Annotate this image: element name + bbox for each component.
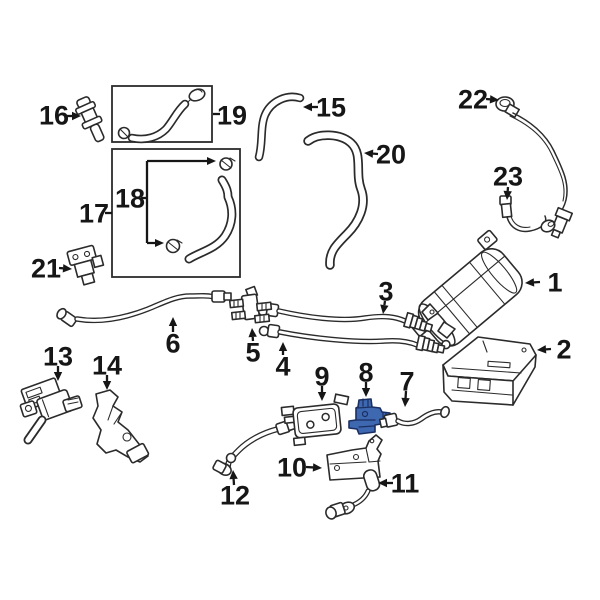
callout-5[interactable]: 5 [245,328,261,368]
callout-13[interactable]: 13 [43,342,73,381]
part-3-tube[interactable] [257,302,434,333]
part-18-clamp-bottom[interactable] [165,238,183,254]
part-11-hose-assembly[interactable] [324,468,381,520]
callout-12[interactable]: 12 [220,470,250,511]
callout-label-22[interactable]: 22 [458,85,488,115]
part-6-tube[interactable] [55,290,232,328]
callout-21[interactable]: 21 [31,254,72,284]
callout-label-6[interactable]: 6 [165,329,180,359]
callout-4[interactable]: 4 [275,342,291,382]
part-17-hose[interactable] [184,175,237,264]
callout-18-bracket [145,157,216,247]
callout-label-16[interactable]: 16 [39,101,69,131]
callout-2[interactable]: 2 [537,335,572,365]
part-20-hose[interactable] [303,130,368,270]
callout-label-15[interactable]: 15 [316,93,346,123]
callout-label-7[interactable]: 7 [399,367,414,397]
callout-11[interactable]: 11 [378,469,419,499]
group-box-19 [111,85,213,143]
callout-label-9[interactable]: 9 [314,362,329,392]
part-7-hose[interactable] [378,405,451,429]
part-14-protector[interactable] [92,389,150,464]
callout-1[interactable]: 1 [525,268,563,298]
part-21-sensor-bracket[interactable] [66,244,107,287]
callout-18[interactable]: 18 [115,184,147,214]
callout-22[interactable]: 22 [458,85,499,115]
callout-7[interactable]: 7 [399,367,415,407]
callout-label-8[interactable]: 8 [358,358,373,388]
callout-16[interactable]: 16 [39,101,81,131]
callout-label-1[interactable]: 1 [547,268,562,298]
callout-label-13[interactable]: 13 [43,342,73,372]
part-8-purge-valve[interactable] [348,398,391,435]
callout-label-17[interactable]: 17 [79,199,109,229]
part-22-oxygen-sensor[interactable] [495,96,574,239]
part-18-clamp-top[interactable] [219,157,236,171]
callout-10[interactable]: 10 [277,453,322,483]
callout-label-11[interactable]: 11 [391,469,420,499]
callout-label-19[interactable]: 19 [217,101,247,131]
callout-14[interactable]: 14 [92,351,122,390]
part-5-junction-valve[interactable] [228,285,273,324]
callout-label-10[interactable]: 10 [277,453,307,483]
callout-label-3[interactable]: 3 [378,277,393,307]
callout-3[interactable]: 3 [378,277,394,314]
callout-label-2[interactable]: 2 [556,335,571,365]
part-19-hose[interactable] [117,87,207,144]
callout-9[interactable]: 9 [314,362,330,401]
callout-label-23[interactable]: 23 [493,162,523,192]
callout-19[interactable]: 19 [213,101,247,131]
callout-label-4[interactable]: 4 [275,352,290,382]
callout-15[interactable]: 15 [303,93,346,123]
callout-6[interactable]: 6 [165,317,181,359]
callout-label-18[interactable]: 18 [115,184,145,214]
callout-label-5[interactable]: 5 [245,338,260,368]
callout-label-12[interactable]: 12 [220,481,250,511]
part-10-bracket[interactable] [326,434,383,481]
part-1-canister[interactable] [396,229,533,360]
callout-8[interactable]: 8 [358,358,374,397]
callout-23[interactable]: 23 [493,162,523,200]
callout-label-20[interactable]: 20 [376,140,406,170]
part-15-hose[interactable] [254,92,305,162]
part-2-tray[interactable] [442,336,537,406]
callout-label-14[interactable]: 14 [92,351,122,381]
part-16-valve[interactable] [72,95,109,145]
callout-20[interactable]: 20 [364,140,406,170]
callout-label-21[interactable]: 21 [31,254,61,284]
part-9-filter[interactable] [280,393,353,447]
part-13-valve-assembly[interactable] [19,377,83,445]
callout-17[interactable]: 17 [79,199,112,229]
part-4-tube[interactable] [258,323,446,354]
part-23-oxygen-sensor[interactable] [499,195,557,234]
